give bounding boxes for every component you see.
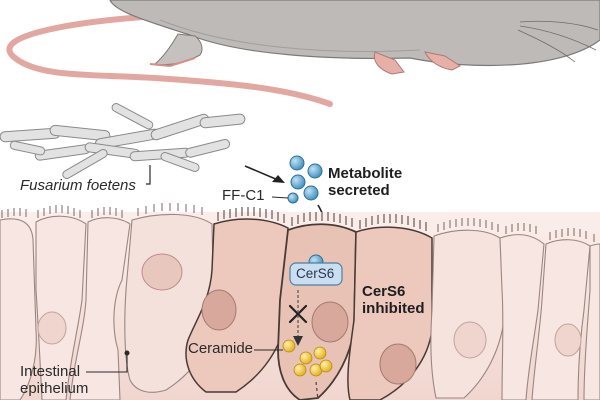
mouse-tail	[6, 12, 333, 107]
fungus-label: Fusarium foetens	[20, 177, 136, 194]
cers6-enzyme-box	[289, 262, 343, 286]
epithelial-cells	[0, 213, 600, 400]
ff-c1-label: FF-C1	[222, 187, 265, 204]
mouse-body	[109, 0, 600, 67]
mouse	[6, 0, 600, 107]
metabolite-label-line2: secreted	[328, 181, 390, 199]
epithelium-label-line2: epithelium	[20, 379, 89, 397]
nuclei	[37, 253, 582, 385]
ceramide-arrow	[293, 290, 303, 346]
cers6-inhibited-label: CerS6 inhibited	[362, 283, 425, 318]
ff-c1-leader-line	[271, 196, 289, 199]
mouse-front-foot	[424, 51, 461, 71]
fungus-hyphae	[0, 103, 246, 179]
ceramide-particles	[282, 339, 333, 377]
ceramide-label: Ceramide	[188, 340, 254, 357]
cers6-label: CerS6	[296, 266, 335, 281]
mouse-hind-leg	[153, 33, 203, 66]
mouse-front-leg	[373, 51, 405, 75]
metabolite-secreted-label: Metabolite secreted	[328, 165, 403, 200]
fungus-leader-line	[146, 165, 151, 185]
secretion-arrow	[244, 165, 285, 183]
inhibited-label-line2: inhibited	[362, 299, 425, 317]
metabolite-label-line1: Metabolite	[328, 165, 403, 182]
epithelium-label-line1: Intestinal	[20, 363, 81, 380]
epithelium-label: Intestinal epithelium	[20, 363, 89, 398]
inhibition-mark	[288, 304, 308, 324]
epithelium-leader-line	[86, 353, 128, 373]
microvilli	[1, 203, 595, 242]
inhibited-label-line1: CerS6	[362, 283, 406, 300]
metabolite-molecules	[287, 155, 323, 204]
